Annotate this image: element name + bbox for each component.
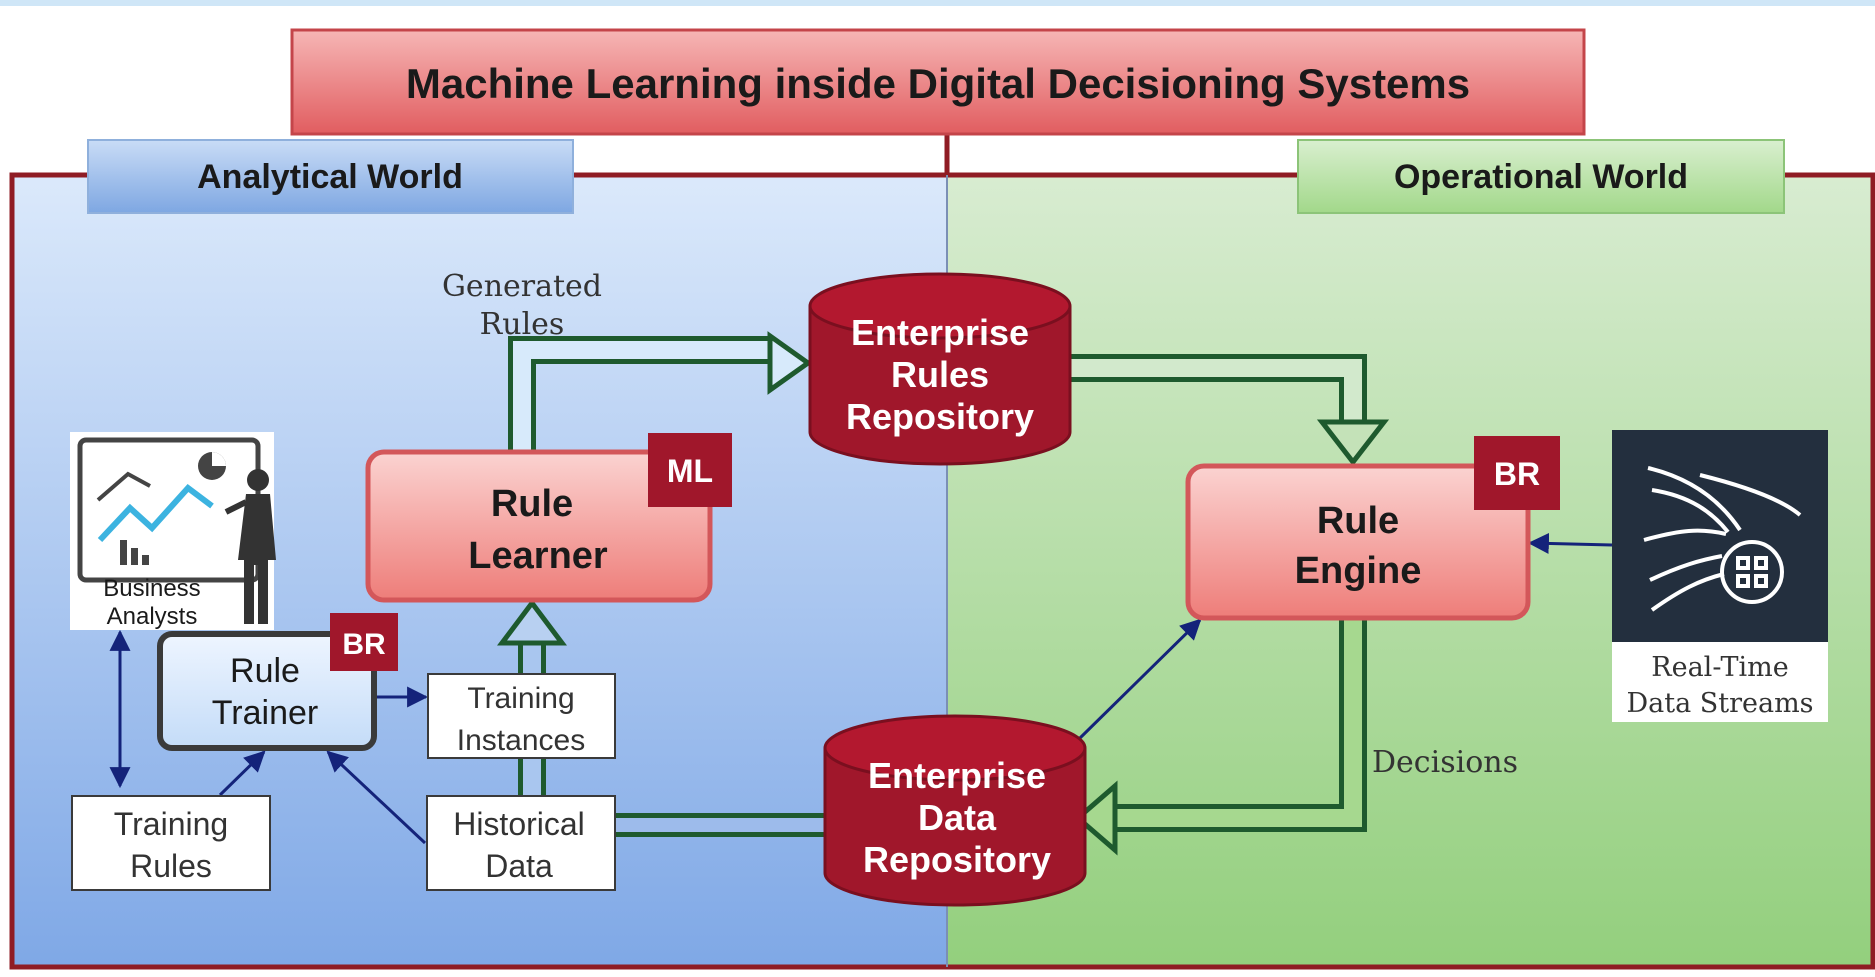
rule-trainer-line1: Rule <box>230 652 300 690</box>
operational-world-label-box <box>1297 139 1785 214</box>
top-strip <box>0 0 1875 6</box>
data-streams-icon <box>1643 466 1802 612</box>
generated-rules-arrow-fill <box>513 341 770 452</box>
trend-line-icon <box>97 483 214 543</box>
rule-trainer-line2: Trainer <box>212 694 318 732</box>
business-analysts-illustration: Business Analysts <box>70 432 276 630</box>
rule-learner-line2: Learner <box>468 535 608 577</box>
operational-world-label: Operational World <box>1394 158 1688 196</box>
br-badge-trainer-label: BR <box>342 628 386 661</box>
business-analysts-line2: Analysts <box>107 603 198 630</box>
historical-to-trainer-arrow <box>326 750 427 845</box>
outer-frame <box>9 172 1875 970</box>
historical-data-line2: Data <box>485 848 553 884</box>
streams-to-engine-arrow <box>1527 532 1613 554</box>
data-streams-icon-tile <box>1612 430 1828 642</box>
historical-data-line1: Historical <box>453 806 585 842</box>
title-banner <box>290 28 1586 136</box>
generated-rules-arrowhead <box>767 331 813 395</box>
ml-badge <box>648 433 732 507</box>
realtime-streams-line2: Data Streams <box>1626 688 1813 719</box>
analytical-world-label-box <box>87 139 574 214</box>
generated-rules-label-line1: Generated <box>442 269 602 304</box>
data-repo-line1: Enterprise <box>868 755 1046 796</box>
rule-engine-line2: Engine <box>1295 550 1422 592</box>
enterprise-rules-repository: Enterprise Rules Repository <box>808 272 1072 466</box>
data-repo-line3: Repository <box>863 839 1051 880</box>
rule-engine: Rule Engine BR <box>1185 436 1560 621</box>
ml-badge-label: ML <box>667 453 713 489</box>
training-rules-line2: Rules <box>130 848 212 884</box>
historical-to-learner-arrowhead <box>497 598 567 646</box>
decisions-arrowhead <box>1074 780 1118 856</box>
training-rules-to-trainer-arrow <box>218 750 266 797</box>
rule-engine-line1: Rule <box>1317 500 1399 542</box>
rules-repo-line2: Rules <box>891 354 989 395</box>
rules-repo-line1: Enterprise <box>851 312 1029 353</box>
diagram-title: Machine Learning inside Digital Decision… <box>406 60 1470 107</box>
business-analysts-line1: Business <box>103 575 200 602</box>
training-instances-line1: Training <box>467 682 574 715</box>
training-rules-box: Training Rules <box>71 795 271 891</box>
decisions-label: Decisions <box>1372 745 1518 780</box>
rules-to-engine-arrow-fill <box>1070 359 1362 425</box>
rules-to-engine-arrowhead <box>1316 419 1390 467</box>
br-badge-trainer <box>330 613 398 671</box>
presenter-icon <box>247 469 269 491</box>
training-instances-box: Training Instances <box>427 673 616 759</box>
analytical-world-label: Analytical World <box>197 158 463 196</box>
data-repo-to-engine-arrow <box>1078 618 1202 740</box>
decisions-arrow-fill <box>1112 618 1362 827</box>
generated-rules-label-line2: Rules <box>480 307 565 342</box>
enterprise-data-repository: Enterprise Data Repository <box>823 714 1087 907</box>
training-instances-line2: Instances <box>457 724 585 757</box>
rule-trainer: Rule Trainer BR <box>157 613 398 751</box>
rules-repo-line3: Repository <box>846 396 1034 437</box>
realtime-streams-line1: Real-Time <box>1651 652 1788 683</box>
br-badge-engine-label: BR <box>1494 456 1540 492</box>
rule-learner-line1: Rule <box>491 483 573 525</box>
rule-learner: Rule Learner ML <box>365 433 732 603</box>
historical-data-box: Historical Data <box>426 795 616 891</box>
br-badge-engine <box>1474 436 1560 510</box>
data-repo-line2: Data <box>918 797 997 838</box>
training-rules-line1: Training <box>114 806 228 842</box>
realtime-data-streams: Real-Time Data Streams <box>1612 430 1828 722</box>
